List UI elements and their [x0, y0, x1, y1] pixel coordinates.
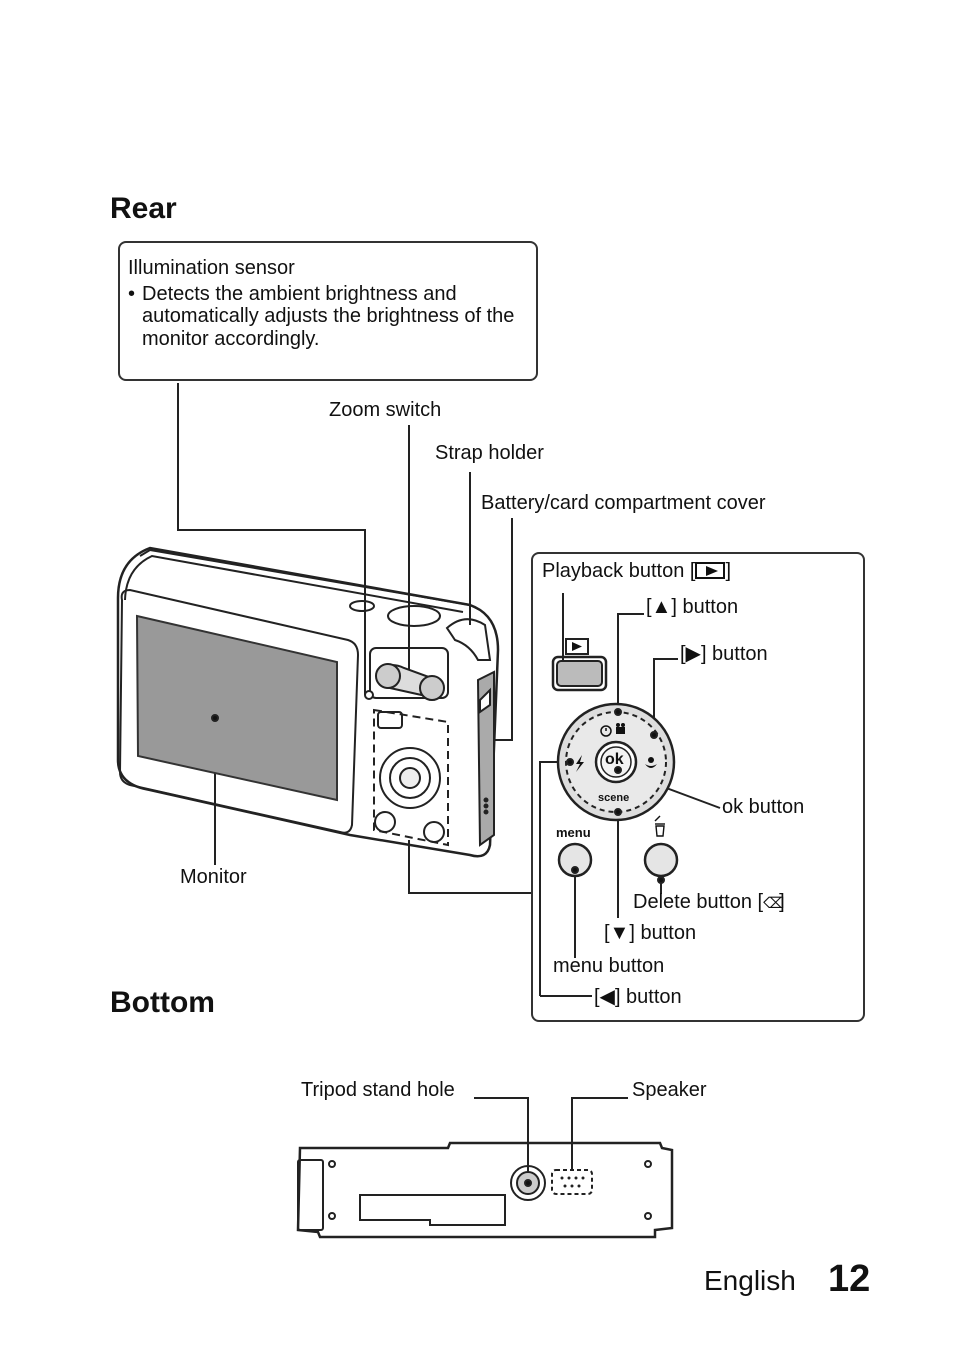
- label-left-button: [◀] button: [594, 986, 682, 1008]
- section-title-bottom: Bottom: [110, 986, 215, 1019]
- label-battery-cover: Battery/card compartment cover: [481, 492, 766, 514]
- movie-icon: [616, 723, 625, 734]
- label-speaker: Speaker: [632, 1079, 707, 1101]
- label-strap-holder: Strap holder: [435, 442, 544, 464]
- label-zoom-switch: Zoom switch: [329, 399, 442, 421]
- flash-icon: [576, 755, 584, 772]
- label-delete-text: Delete button [: [633, 891, 764, 913]
- label-menu-button: menu button: [553, 955, 665, 977]
- button-detail-panel: [531, 552, 865, 1022]
- page-number: 12: [828, 1258, 871, 1300]
- delete-inline-icon: ⌫: [763, 895, 785, 912]
- note-title: Illumination sensor: [128, 257, 295, 279]
- label-down-button: [▼] button: [604, 922, 697, 944]
- label-delete-end: ]: [779, 891, 785, 913]
- label-playback-text: Playback button [: [542, 560, 696, 582]
- note-bullet: Detects the ambient brightness and autom…: [128, 283, 527, 351]
- scene-button-mark: scene: [598, 792, 630, 804]
- label-playback-button: Playback button []: [542, 560, 731, 583]
- menu-button-mark: menu: [556, 825, 591, 840]
- label-tripod-hole: Tripod stand hole: [301, 1079, 455, 1101]
- section-title-rear: Rear: [110, 192, 177, 225]
- label-delete-button: Delete button [⌫]: [633, 891, 785, 914]
- playback-icon-box: [695, 562, 726, 579]
- label-ok-button: ok button: [722, 796, 805, 818]
- self-timer-icon: [600, 725, 612, 737]
- label-monitor: Monitor: [180, 866, 247, 888]
- label-up-button: [▲] button: [646, 596, 739, 618]
- ok-button-mark: ok: [605, 751, 624, 768]
- label-right-button: [▶] button: [680, 643, 768, 665]
- footer-language: English: [704, 1265, 796, 1296]
- illumination-sensor-note: Illumination sensor Detects the ambient …: [118, 241, 538, 381]
- label-playback-end: ]: [725, 560, 731, 582]
- playback-icon: [572, 642, 582, 651]
- macro-icon: [645, 757, 657, 768]
- delete-icon: [654, 815, 665, 837]
